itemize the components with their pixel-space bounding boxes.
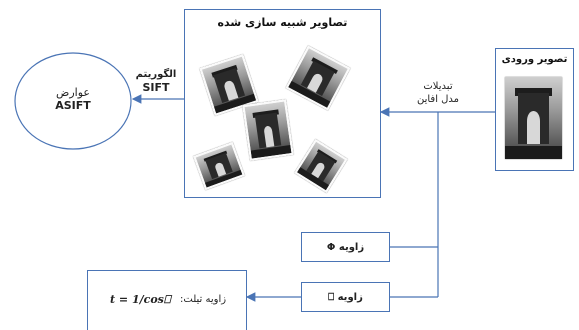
sift-line1: الگوریتم bbox=[135, 69, 177, 80]
theta-angle-box: زاویه ⎕ bbox=[301, 282, 390, 312]
phi-angle-label: زاویه Φ bbox=[326, 242, 365, 253]
asift-line1: عوارض bbox=[56, 86, 90, 99]
asift-line2: ASIFT bbox=[55, 99, 91, 112]
tilt-label: زاویه تیلت: bbox=[180, 294, 227, 305]
affine-label: تبدیلات مدل افاین bbox=[410, 80, 466, 106]
tilt-formula: t = 1/cos⎕ bbox=[110, 293, 171, 306]
sift-label: الگوریتم SIFT bbox=[128, 68, 184, 94]
phi-angle-box: زاویه Φ bbox=[301, 232, 390, 262]
input-image-title: تصویر ورودی bbox=[501, 54, 568, 65]
input-photo bbox=[505, 77, 562, 159]
affine-line2: مدل افاین bbox=[416, 94, 460, 105]
theta-angle-label: زاویه ⎕ bbox=[328, 292, 363, 303]
input-image-box: تصویر ورودی bbox=[495, 48, 574, 171]
asift-label: عوارض ASIFT bbox=[38, 86, 108, 112]
sift-line2: SIFT bbox=[142, 81, 170, 94]
simulated-photo-3 bbox=[242, 99, 294, 161]
affine-line1: تبدیلات bbox=[423, 81, 453, 92]
asift-ellipse bbox=[14, 52, 132, 150]
simulated-images-title: تصاویر شبیه سازی شده bbox=[217, 16, 348, 29]
tilt-angle-box: t = 1/cos⎕ زاویه تیلت: bbox=[87, 270, 247, 330]
